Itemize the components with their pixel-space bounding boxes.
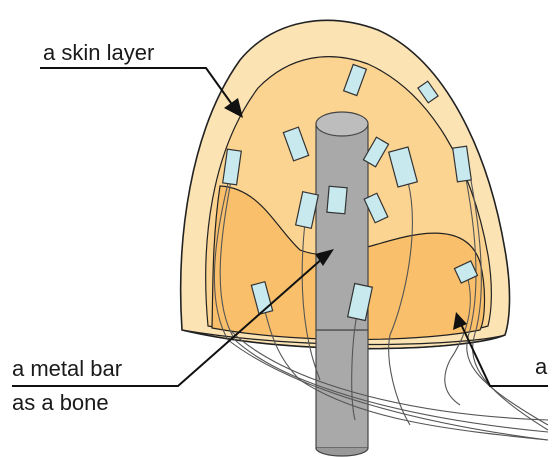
- metal-bar-bottom: [316, 448, 368, 456]
- metal-bar-label-line1: a metal bar: [12, 358, 122, 380]
- right-callout-label: a: [535, 356, 547, 378]
- metal-bar-label-line2: as a bone: [12, 392, 109, 414]
- sensor: [327, 186, 347, 213]
- skin-layer-leader: [40, 68, 236, 110]
- metal-bar-top: [316, 112, 368, 136]
- skin-layer-label: a skin layer: [43, 42, 154, 64]
- metal-bar-bone: [316, 112, 368, 456]
